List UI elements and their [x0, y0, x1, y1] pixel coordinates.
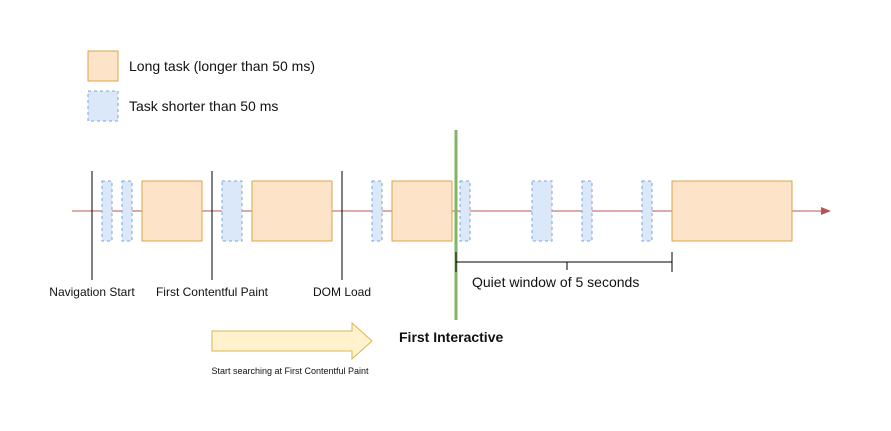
search-hint-label: Start searching at First Contentful Pain… [211, 366, 369, 376]
first-contentful-paint-label: First Contentful Paint [155, 285, 269, 299]
short-task [371, 180, 383, 242]
quiet-window-bracket [455, 252, 673, 272]
legend-long-task-swatch [87, 50, 119, 82]
navigation-start-label: Navigation Start [49, 285, 135, 299]
short-task [121, 180, 133, 242]
short-task [221, 180, 243, 242]
legend-short-task-swatch [87, 90, 119, 122]
short-task [581, 180, 593, 242]
long-task [671, 180, 793, 242]
short-task [101, 180, 113, 242]
long-task [391, 180, 453, 242]
long-task [251, 180, 333, 242]
first-interactive-label: First Interactive [399, 329, 504, 345]
long-task [141, 180, 203, 242]
legend-long-task-label: Long task (longer than 50 ms) [129, 58, 315, 74]
dom-load-label: DOM Load [312, 285, 372, 299]
search-direction-arrow [211, 321, 373, 361]
legend-short-task-label: Task shorter than 50 ms [129, 98, 279, 114]
short-task [531, 180, 553, 242]
quiet-window-label: Quiet window of 5 seconds [472, 274, 640, 290]
short-task [641, 180, 653, 242]
short-task [459, 180, 471, 242]
